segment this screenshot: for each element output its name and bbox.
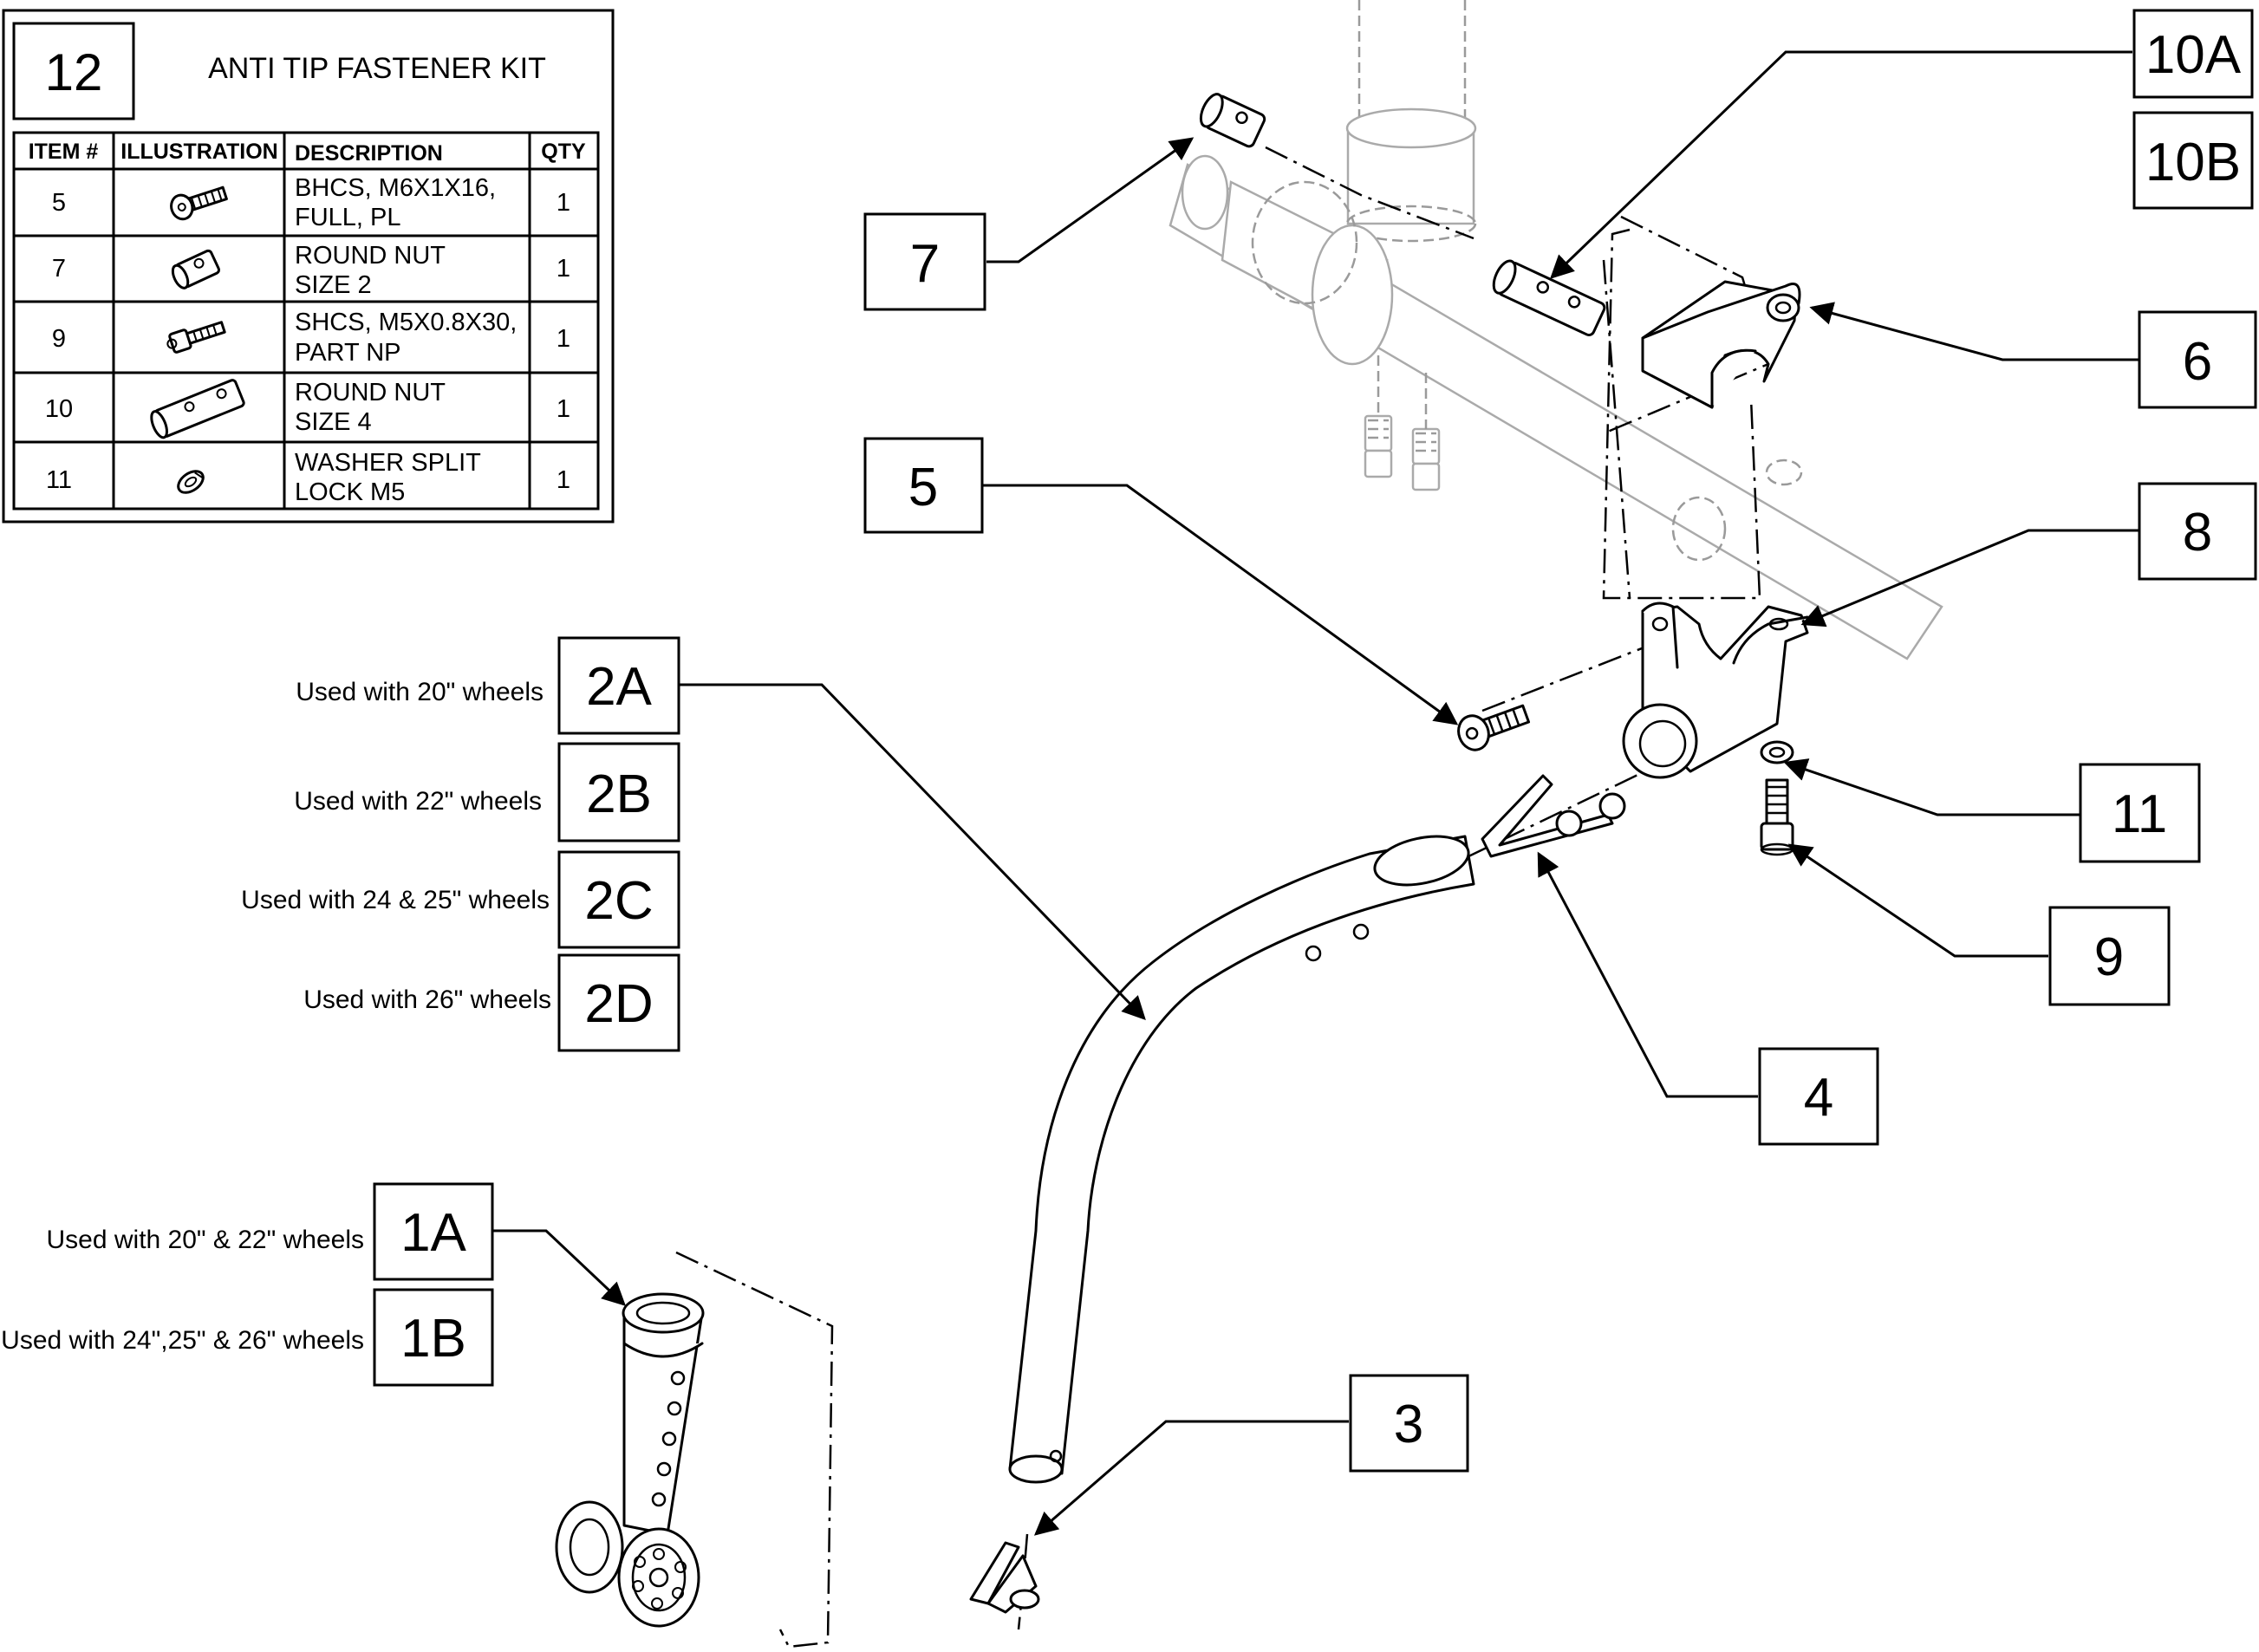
part-4-quick-release-pin xyxy=(1481,774,1626,858)
row-item: 11 xyxy=(46,466,72,494)
kit-number-box xyxy=(12,22,135,120)
row-desc-line1: WASHER SPLIT xyxy=(295,449,481,477)
note-1A: Used with 20" & 22" wheels xyxy=(47,1226,365,1254)
row-desc-line1: ROUND NUT xyxy=(295,242,446,270)
part-5-button-head-screw xyxy=(1457,704,1531,751)
callout-5: 5 xyxy=(863,437,984,534)
part-1-anti-tip-wheel xyxy=(555,1292,705,1628)
note-2C: Used with 24 & 25" wheels xyxy=(241,886,550,914)
callout-2B: 2B xyxy=(557,742,680,842)
row-desc-line2: PART NP xyxy=(295,339,401,367)
callout-11: 11 xyxy=(2079,763,2201,863)
callout-2B-label: 2B xyxy=(586,764,652,824)
header-item: ITEM # xyxy=(29,140,99,164)
round-nut-small-icon xyxy=(171,249,221,289)
row-item: 10 xyxy=(45,395,73,423)
callout-11-label: 11 xyxy=(2112,784,2167,844)
split-lock-washer-icon xyxy=(177,470,205,494)
row-qty: 1 xyxy=(557,395,570,423)
part-3-detent-pin xyxy=(969,1541,1040,1614)
kit-number: 12 xyxy=(45,43,103,101)
part-7-round-nut xyxy=(1199,93,1266,148)
part-6-upper-clamp xyxy=(1641,280,1801,409)
callout-4-label: 4 xyxy=(1804,1068,1833,1128)
header-description: DESCRIPTION xyxy=(295,141,443,166)
row-qty: 1 xyxy=(557,189,570,217)
callout-8: 8 xyxy=(2138,482,2257,581)
callout-7-label: 7 xyxy=(910,234,940,294)
callout-2C-label: 2C xyxy=(584,871,653,931)
callout-6-label: 6 xyxy=(2183,332,2212,392)
row-item: 7 xyxy=(52,255,66,283)
callout-3: 3 xyxy=(1349,1374,1469,1473)
callout-10A: 10A xyxy=(2132,9,2254,99)
part-11-lock-washer xyxy=(1760,740,1794,764)
header-illustration: ILLUSTRATION xyxy=(120,140,277,164)
row-desc-line2: SIZE 2 xyxy=(295,271,372,299)
button-head-screw-icon xyxy=(170,185,228,221)
callout-2A-label: 2A xyxy=(586,657,652,717)
callout-5-label: 5 xyxy=(908,458,938,517)
callout-3-label: 3 xyxy=(1394,1395,1423,1454)
callout-1B-label: 1B xyxy=(400,1309,466,1369)
part-9-socket-head-screw xyxy=(1760,778,1794,856)
row-desc-line2: LOCK M5 xyxy=(295,478,405,506)
part-10-round-nut xyxy=(1492,259,1606,337)
socket-head-screw-icon xyxy=(166,321,226,354)
callout-8-label: 8 xyxy=(2183,503,2212,563)
round-nut-long-icon xyxy=(150,379,245,439)
note-2A: Used with 20" wheels xyxy=(296,678,544,706)
callout-10B: 10B xyxy=(2132,111,2254,210)
callout-9: 9 xyxy=(2048,906,2171,1006)
callout-6: 6 xyxy=(2138,310,2257,409)
fastener-kit-table: 12 ANTI TIP FASTENER KIT ITEM # ILLUSTRA… xyxy=(2,9,615,524)
row-desc-line2: FULL, PL xyxy=(295,204,401,231)
callout-7: 7 xyxy=(863,212,986,311)
row-qty: 1 xyxy=(557,255,570,283)
wheelchair-frame-ghost xyxy=(1169,0,1943,660)
row-desc-line1: SHCS, M5X0.8X30, xyxy=(295,309,517,336)
row-qty: 1 xyxy=(557,325,570,353)
header-qty: QTY xyxy=(541,140,586,164)
leader-lines xyxy=(492,50,2139,1536)
callout-9-label: 9 xyxy=(2094,927,2124,987)
callout-1B: 1B xyxy=(373,1288,494,1387)
callout-4: 4 xyxy=(1758,1047,1879,1146)
wheel-size-notes: Used with 20" wheels Used with 22" wheel… xyxy=(1,678,551,1355)
note-2B: Used with 22" wheels xyxy=(294,787,542,816)
callout-2A: 2A xyxy=(557,636,680,735)
row-desc-line2: SIZE 4 xyxy=(295,408,372,436)
callout-2C: 2C xyxy=(557,850,680,949)
callout-2D: 2D xyxy=(557,953,680,1052)
note-2D: Used with 26" wheels xyxy=(303,985,551,1014)
row-item: 5 xyxy=(52,189,66,217)
row-desc-line1: ROUND NUT xyxy=(295,379,446,406)
row-item: 9 xyxy=(52,325,66,353)
callout-10A-label: 10A xyxy=(2145,25,2242,85)
callout-1A-label: 1A xyxy=(400,1203,466,1263)
kit-title: ANTI TIP FASTENER KIT xyxy=(208,52,546,85)
note-1B: Used with 24",25" & 26" wheels xyxy=(1,1326,364,1355)
part-8-lower-clamp xyxy=(1622,602,1809,779)
callout-10B-label: 10B xyxy=(2145,133,2241,192)
row-desc-line1: BHCS, M6X1X16, xyxy=(295,174,496,202)
callout-1A: 1A xyxy=(373,1182,494,1281)
callout-boxes: 10A 10B 7 6 5 8 2A 2B xyxy=(373,9,2257,1473)
row-qty: 1 xyxy=(557,466,570,494)
callout-2D-label: 2D xyxy=(584,974,653,1034)
